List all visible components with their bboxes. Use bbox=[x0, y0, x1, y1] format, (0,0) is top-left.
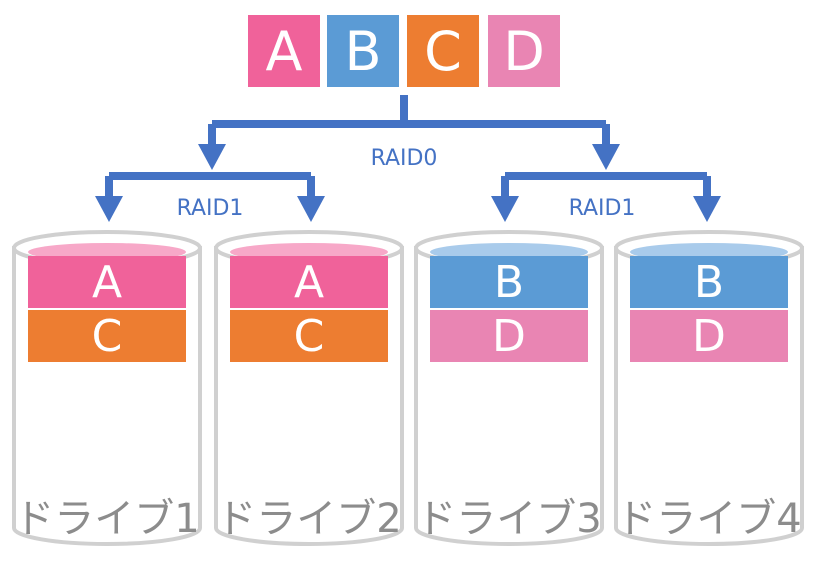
drive-3-bottom-segment: D bbox=[430, 310, 588, 362]
drive-4-bottom-segment: D bbox=[630, 310, 788, 362]
raid1-left-label: RAID1 bbox=[176, 196, 244, 221]
raid0-label: RAID0 bbox=[370, 146, 438, 171]
drive-1: A C ドライブ1 bbox=[12, 228, 212, 553]
data-block-c: C bbox=[407, 15, 479, 87]
data-block-a: A bbox=[248, 15, 320, 87]
drive-3-label: ドライブ3 bbox=[416, 496, 602, 542]
drive-1-label: ドライブ1 bbox=[14, 496, 200, 542]
drive-4: B D ドライブ4 bbox=[614, 228, 814, 553]
drive-4-top-segment: B bbox=[630, 256, 788, 308]
arrowhead-drive1 bbox=[95, 196, 123, 222]
arrowhead-drive3 bbox=[491, 196, 519, 222]
arrowhead-raid0-right bbox=[592, 144, 620, 170]
data-block-b: B bbox=[327, 15, 399, 87]
arrowhead-drive4 bbox=[693, 196, 721, 222]
drive-2: A C ドライブ2 bbox=[214, 228, 414, 553]
raid1-right-label: RAID1 bbox=[568, 196, 636, 221]
data-block-d: D bbox=[488, 15, 560, 87]
arrowhead-drive2 bbox=[297, 196, 325, 222]
arrowhead-raid0-left bbox=[198, 144, 226, 170]
drive-1-top-segment: A bbox=[28, 256, 186, 308]
drive-2-label: ドライブ2 bbox=[216, 496, 402, 542]
drive-1-bottom-segment: C bbox=[28, 310, 186, 362]
drive-3: B D ドライブ3 bbox=[414, 228, 614, 553]
drive-4-label: ドライブ4 bbox=[616, 496, 802, 542]
drive-2-bottom-segment: C bbox=[230, 310, 388, 362]
drive-2-top-segment: A bbox=[230, 256, 388, 308]
drive-3-top-segment: B bbox=[430, 256, 588, 308]
